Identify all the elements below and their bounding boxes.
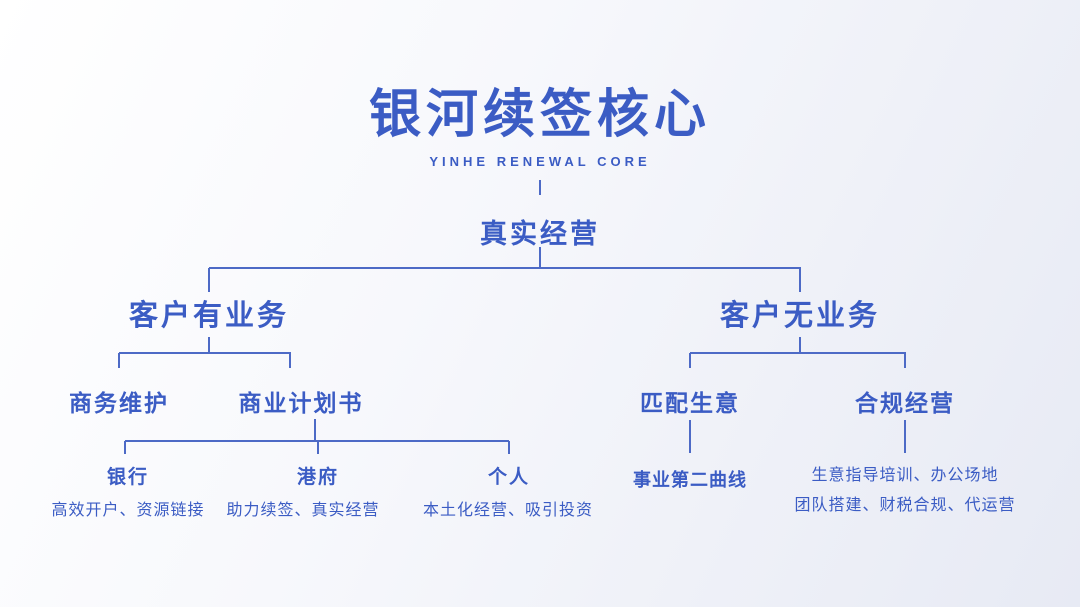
connector-main-horizontal [209,267,801,269]
node-hk-government: 港府 [296,467,340,488]
connector-gov-drop [317,441,319,454]
connector-match-drop [689,353,691,368]
connector-right-branch-drop [799,268,801,292]
node-match-business: 匹配生意 [640,390,740,416]
node-customer-no-business: 客户无业务 [719,300,881,332]
node-business-plan: 商业计划书 [238,390,364,416]
node-business-maintenance: 商务维护 [69,390,169,416]
connector-left-branch-drop [208,268,210,292]
connector-right-split-drop [799,337,801,353]
connector-plan-split-drop [314,419,316,441]
caption-personal: 本土化经营、吸引投资 [422,502,594,519]
connector-left-split-drop [208,337,210,353]
connector-root-drop [539,247,541,268]
connector-bank-drop [124,441,126,454]
connector-biz-plan-drop [289,353,291,368]
page-subtitle: YINHE RENEWAL CORE [429,154,651,169]
connector-compliance-drop [904,353,906,368]
connector-personal-drop [508,441,510,454]
node-real-operation: 真实经营 [480,219,600,249]
node-personal: 个人 [487,467,531,488]
connector-match-caption-drop [689,420,691,453]
connector-biz-maintenance-drop [118,353,120,368]
page-title: 银河续签核心 [368,86,712,144]
node-customer-has-business: 客户有业务 [128,300,290,332]
connector-left-horizontal [119,352,291,354]
node-compliant-operation: 合规经营 [855,390,955,416]
connector-title-tick [539,180,541,195]
caption-compliance-block: 生意指导培训、办公场地 团队搭建、财税合规、代运营 [794,461,1015,521]
connector-right-horizontal [690,352,906,354]
node-bank: 银行 [106,467,150,488]
caption-bank: 高效开户、资源链接 [51,502,205,519]
caption-compliance-line-1: 生意指导培训、办公场地 [811,467,999,484]
caption-compliance-line-2: 团队搭建、财税合规、代运营 [794,497,1016,514]
connector-compliance-caption-drop [904,420,906,453]
caption-second-curve: 事业第二曲线 [633,470,747,490]
caption-hk-government: 助力续签、真实经营 [226,502,380,519]
